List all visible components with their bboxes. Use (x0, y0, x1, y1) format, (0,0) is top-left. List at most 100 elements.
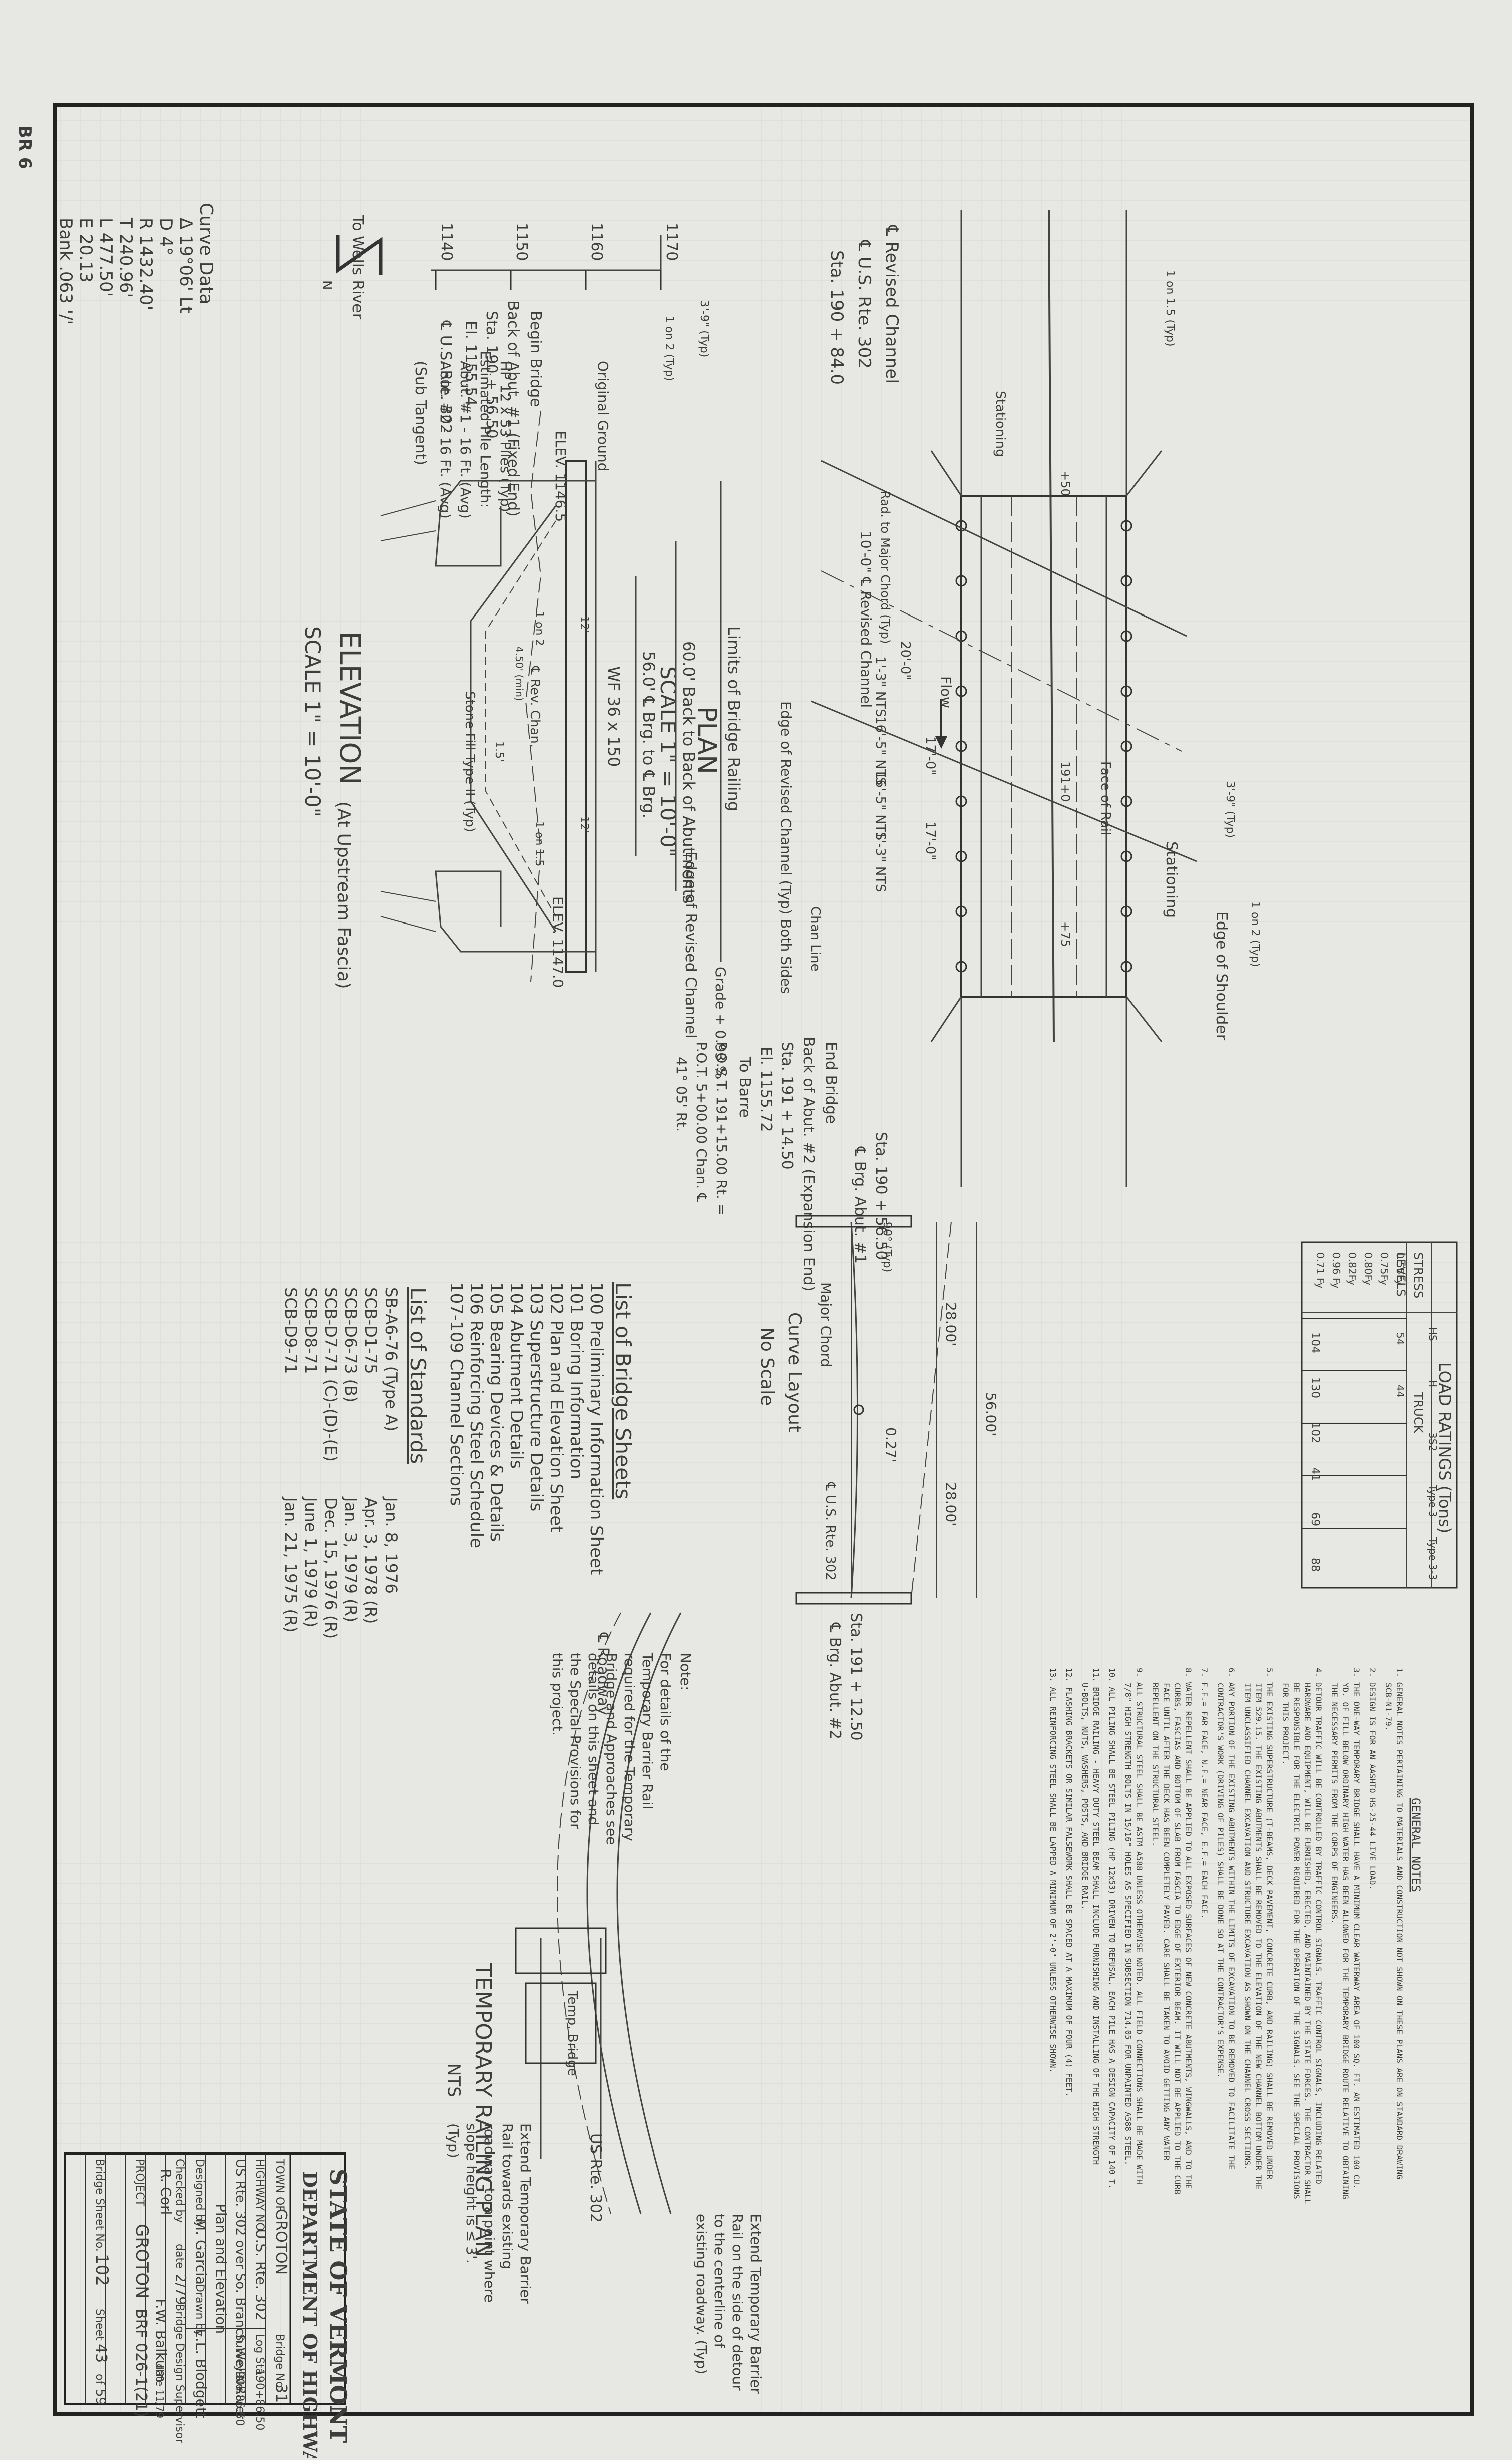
tb-of-label: of (93, 2374, 106, 2385)
lr-rating-value: 88 (1309, 1558, 1321, 1572)
plan-dim-17-a: 17'-0" (923, 736, 938, 775)
plan-sta-end: Sta. 191 + 14.50 (778, 1042, 796, 1170)
plan-revised-channel-label: ℄ Revised Channel (882, 225, 902, 384)
elev-pile-1: Abut. #1 - 16 Ft. (Avg) (457, 361, 474, 519)
tb-bridge-no: 31 (272, 2384, 290, 2403)
temp-note-2-line: slope height is ≤ 3'. (463, 2123, 480, 2264)
standard-code: SB-A6-76 (Type A) (382, 1287, 401, 1431)
plan-sta-begin: Sta. 190 + 56.50 (483, 311, 500, 439)
general-note-line: 1. GENERAL NOTES PERTAINING TO MATERIALS… (1395, 1668, 1404, 2179)
elev-dim-12b: 12' (578, 816, 590, 833)
lr-truck-type: HS (1427, 1327, 1439, 1341)
plan-stationing-line (1048, 210, 1055, 1042)
temp-note-1-line: existing roadway. (Typ) (693, 2214, 710, 2374)
plan-el-begin: El. 1155.54 (462, 321, 479, 406)
plan-edge-revised: Edge of Revised Channel (Typ) Both Sides (778, 701, 794, 994)
bridge-sheets-title: List of Bridge Sheets (611, 1282, 635, 1499)
bridge-sheet-item: 100 Preliminary Information Sheet (586, 1282, 606, 1575)
elevation-scale: SCALE 1" = 10'-0" (300, 626, 325, 817)
plan-plus50: +50 (1058, 471, 1072, 496)
curve-data-line: R 1432.40' (136, 218, 156, 310)
general-note-line: CONTRACTOR'S WORK (DRIVING OF PILES) SHA… (1216, 1683, 1225, 2078)
tb-checked-label: Checked by (173, 2159, 186, 2223)
elev-grade: Grade + 0.93 % (712, 967, 729, 1079)
rail-post-mark (955, 850, 967, 862)
temp-note-title: Note: (677, 1653, 694, 1691)
curve-layout: Sta. 190 + 56.50 ℄ Brg. Abut. #1 Sta. 19… (757, 1132, 999, 1741)
temp-note-body-line: the Special Provisions for (567, 1653, 584, 1829)
elev-limits-railing: Limits of Bridge Railing (724, 626, 743, 811)
lr-stress-level: 0.55Fy (1394, 1252, 1406, 1285)
title-state: STATE OF VERMONT (325, 2169, 352, 2443)
elev-beam: WF 36 x 150 (604, 666, 623, 767)
plan-post-3: 41° 05' Rt. (673, 1057, 690, 1132)
title-dept: DEPARTMENT OF HIGHWAYS (299, 2171, 321, 2458)
tb-town: GROTON (272, 2209, 290, 2275)
general-note-line: 6. ANY PORTION OF THE EXISTING ABUTMENTS… (1227, 1668, 1236, 2170)
general-note-line: ITEM 529.15. THE EXISTING ABUTMENTS SHAL… (1254, 1683, 1263, 2189)
plan-us-rte-302: ℄ U.S. Rte. 302 (437, 320, 454, 434)
plan-dim-17-b: 17'-0" (923, 821, 938, 860)
tb-sup-date: date 11/79 (154, 2364, 166, 2418)
rail-post-mark (955, 905, 967, 917)
lr-truck-type: Type 3 (1427, 1484, 1439, 1517)
elev-dim-450: 4.50' (min) (513, 646, 525, 701)
lr-rating-value: 102 (1309, 1422, 1321, 1443)
standard-date: Dec. 15, 1976 (R) (321, 1497, 340, 1639)
lr-stress-level: 0.80Fy (1362, 1252, 1374, 1285)
sheet-tag: BR 6 (15, 125, 35, 169)
plan-flow: Flow (938, 676, 954, 708)
title-block: STATE OF VERMONT DEPARTMENT OF HIGHWAYS … (64, 2152, 352, 2460)
plan-to-wells-river: To Wells River (349, 215, 366, 320)
elev-elev-right: ELEV. 1147.0 (550, 896, 566, 988)
plan-edge-shoulder: Edge of Shoulder (1213, 911, 1230, 1041)
bridge-sheet-item: 101 Boring Information (566, 1282, 586, 1479)
standard-code: SCB-D1-75 (361, 1287, 381, 1374)
standard-code: SCB-D6-73 (B) (341, 1287, 360, 1403)
curve-abut-1: ℄ Brg. Abut. #1 (851, 1146, 869, 1264)
elev-slope: 1 on 2 (533, 611, 545, 646)
tb-bridge-no-label: Bridge No. (273, 2334, 286, 2391)
lr-stress-level: 0.82Fy (1346, 1252, 1358, 1285)
plan-stationing: Stationing (1163, 841, 1180, 918)
temp-us-rte: US Rte. 302 (587, 2133, 604, 2223)
elev-elev-left: ELEV. 1146.5 (552, 431, 569, 522)
plan-chord-note: Rad. to Major Chord (Typ) (878, 491, 892, 644)
rail-post-mark (1120, 575, 1132, 587)
standards-title: List of Standards (406, 1287, 430, 1464)
tb-supervisor-label: Bridge Design Supervisor (173, 2304, 186, 2444)
lr-truck-type: H (1427, 1380, 1439, 1387)
plan-dim-3-9: 3'-9" (Typ) (698, 300, 710, 357)
temporary-railing-plan: ℄ Roadway Temp. Bridge US Rte. 302 Exten… (444, 1612, 764, 2394)
temp-note-body-line: details on this sheet and (585, 1653, 602, 1825)
rail-post-mark (1120, 520, 1132, 532)
lr-value: 44 (1394, 1385, 1406, 1397)
bridge-sheets-list: List of Bridge Sheets 100 Preliminary In… (446, 1282, 635, 1575)
general-note-line: 4. DETOUR TRAFFIC WILL BE CONTROLLED BY … (1314, 1668, 1323, 2184)
plan-chan-line: Chan Line (808, 906, 823, 972)
rail-post-mark (955, 961, 967, 973)
general-note-line: YD. OF FILL BELOW ORDINARY HIGH WATER HA… (1341, 1683, 1350, 2199)
plan-edge-revised-2: Edge of Revised Channel (682, 851, 699, 1038)
plan-begin-bridge: Begin Bridge (527, 311, 544, 407)
curve-offset: 0.27' (883, 1427, 899, 1462)
elev-pile-2: Abut. #2 - 16 Ft. (Avg) (437, 361, 454, 519)
curve-abut-2: ℄ Brg. Abut. #2 (826, 1622, 844, 1739)
rail-post-mark (1120, 630, 1132, 642)
standard-date: Jan. 8, 1976 (382, 1496, 401, 1594)
tb-of: 59 (93, 2389, 108, 2405)
general-note-line: THE NECESSARY PERMITS FROM THE CORPS OF … (1330, 1683, 1339, 1924)
curve-dim-2800: 28.00' (943, 1302, 959, 1346)
lr-rating-value: 130 (1309, 1377, 1321, 1398)
general-note-line: ITEM UNCLASSIFIED CHANNEL EXCAVATION AND… (1243, 1683, 1252, 2170)
general-note-line: 11. BRIDGE RAILING - HEAVY DUTY STEEL BE… (1091, 1668, 1101, 2165)
plan-dim-165-b: 16'-5" NTS (873, 771, 888, 840)
temp-note-body-line: this project. (549, 1653, 566, 1736)
rail-post-mark (1120, 961, 1132, 973)
curve-major-chord: Major Chord (818, 1282, 834, 1367)
plan-dim-13-b: 1'-3" NTS (873, 831, 888, 892)
plan-dim-13-a: 1'-3" NTS (873, 656, 888, 717)
temp-note-2-line: Extend Temporary Barrier (517, 2123, 534, 2304)
general-note-line: FOR THIS PROJECT. (1281, 1683, 1290, 1765)
load-ratings-col-truck: TRUCK (1411, 1392, 1425, 1434)
